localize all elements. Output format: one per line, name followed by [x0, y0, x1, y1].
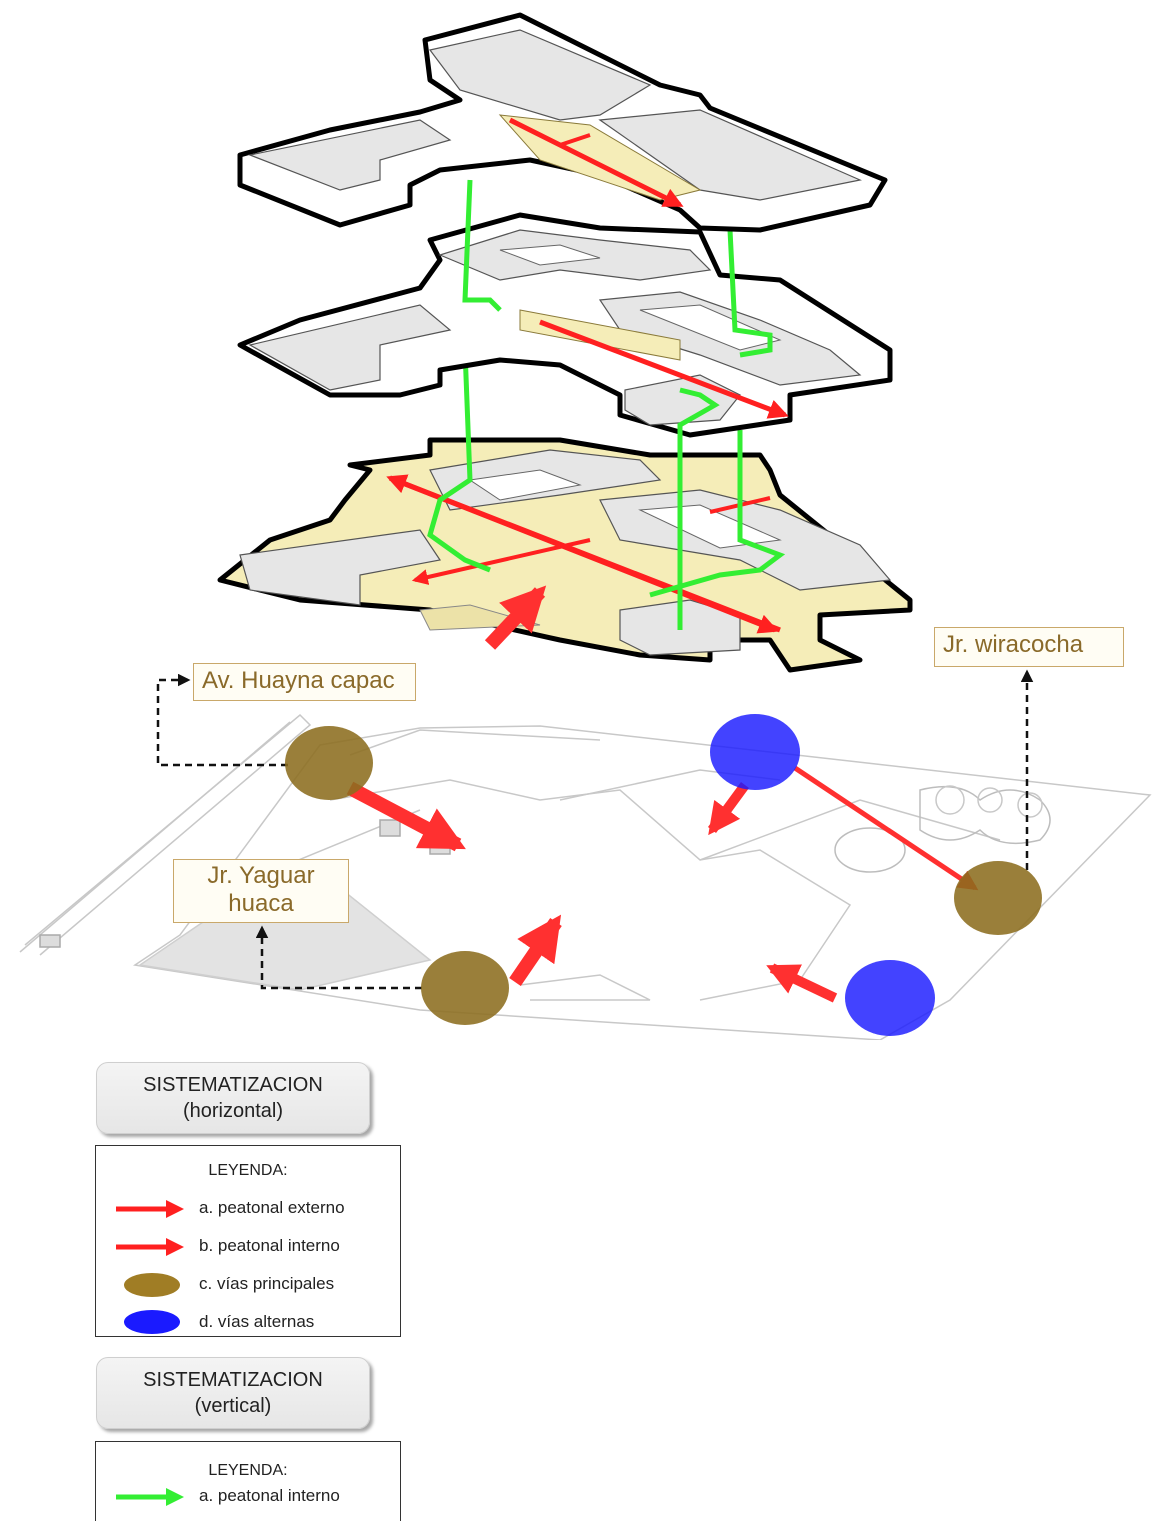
horizontal-section-subtitle: (horizontal)	[182, 1100, 284, 1122]
green-arrow-icon	[116, 1488, 184, 1506]
access-arrows	[346, 765, 979, 1003]
legend-label: d. vías alternas	[199, 1312, 315, 1331]
road-nodes	[285, 714, 1042, 1036]
brown-ellipse-icon	[124, 1273, 180, 1297]
exploded-axonometric-diagram	[19, 12, 1152, 1040]
horizontal-section-title: SISTEMATIZACION	[143, 1074, 323, 1096]
floor-level-1	[217, 349, 913, 673]
legend-item-vertical-pedestrian: a. peatonal interno	[96, 1482, 400, 1512]
legend-title: LEYENDA:	[208, 1462, 288, 1479]
main-road-node-yaguar	[421, 951, 509, 1025]
vertical-section-button[interactable]: SISTEMATIZACION (vertical)	[96, 1357, 370, 1429]
legend-label: b. peatonal interno	[199, 1236, 340, 1255]
red-arrow-icon	[116, 1238, 184, 1256]
alt-road-node-north	[710, 714, 800, 790]
blue-ellipse-icon	[124, 1310, 180, 1334]
main-road-node-huayna	[285, 726, 373, 800]
vertical-section-title: SISTEMATIZACION	[143, 1369, 323, 1391]
label-connectors	[156, 669, 1034, 990]
legend-item-alt-roads: d. vías alternas	[96, 1308, 400, 1338]
vertical-section-subtitle: (vertical)	[194, 1395, 272, 1417]
horizontal-legend: LEYENDA: a. peatonal externo b. peatonal…	[95, 1145, 401, 1337]
legend-label: a. peatonal interno	[199, 1486, 340, 1505]
alt-road-node-south	[845, 960, 935, 1036]
legend-label: a. peatonal externo	[199, 1198, 345, 1217]
main-road-node-wiracocha	[954, 861, 1042, 935]
legend-item-main-roads: c. vías principales	[96, 1270, 400, 1300]
legend-title: LEYENDA:	[208, 1162, 288, 1179]
street-label-wiracocha: Jr. wiracocha	[934, 627, 1124, 667]
legend-item-internal-pedestrian: b. peatonal interno	[96, 1232, 400, 1262]
horizontal-section-button[interactable]: SISTEMATIZACION (horizontal)	[96, 1062, 370, 1134]
legend-item-external-pedestrian: a. peatonal externo	[96, 1194, 400, 1224]
floor-level-2	[237, 179, 893, 450]
vertical-legend: LEYENDA: a. peatonal interno	[95, 1441, 401, 1521]
street-label-yaguar-huaca: Jr. Yaguar huaca	[173, 859, 349, 923]
street-label-huayna-capac: Av. Huayna capac	[193, 663, 416, 701]
floor-level-3	[237, 12, 888, 233]
red-arrow-icon	[116, 1200, 184, 1218]
legend-label: c. vías principales	[199, 1274, 335, 1293]
